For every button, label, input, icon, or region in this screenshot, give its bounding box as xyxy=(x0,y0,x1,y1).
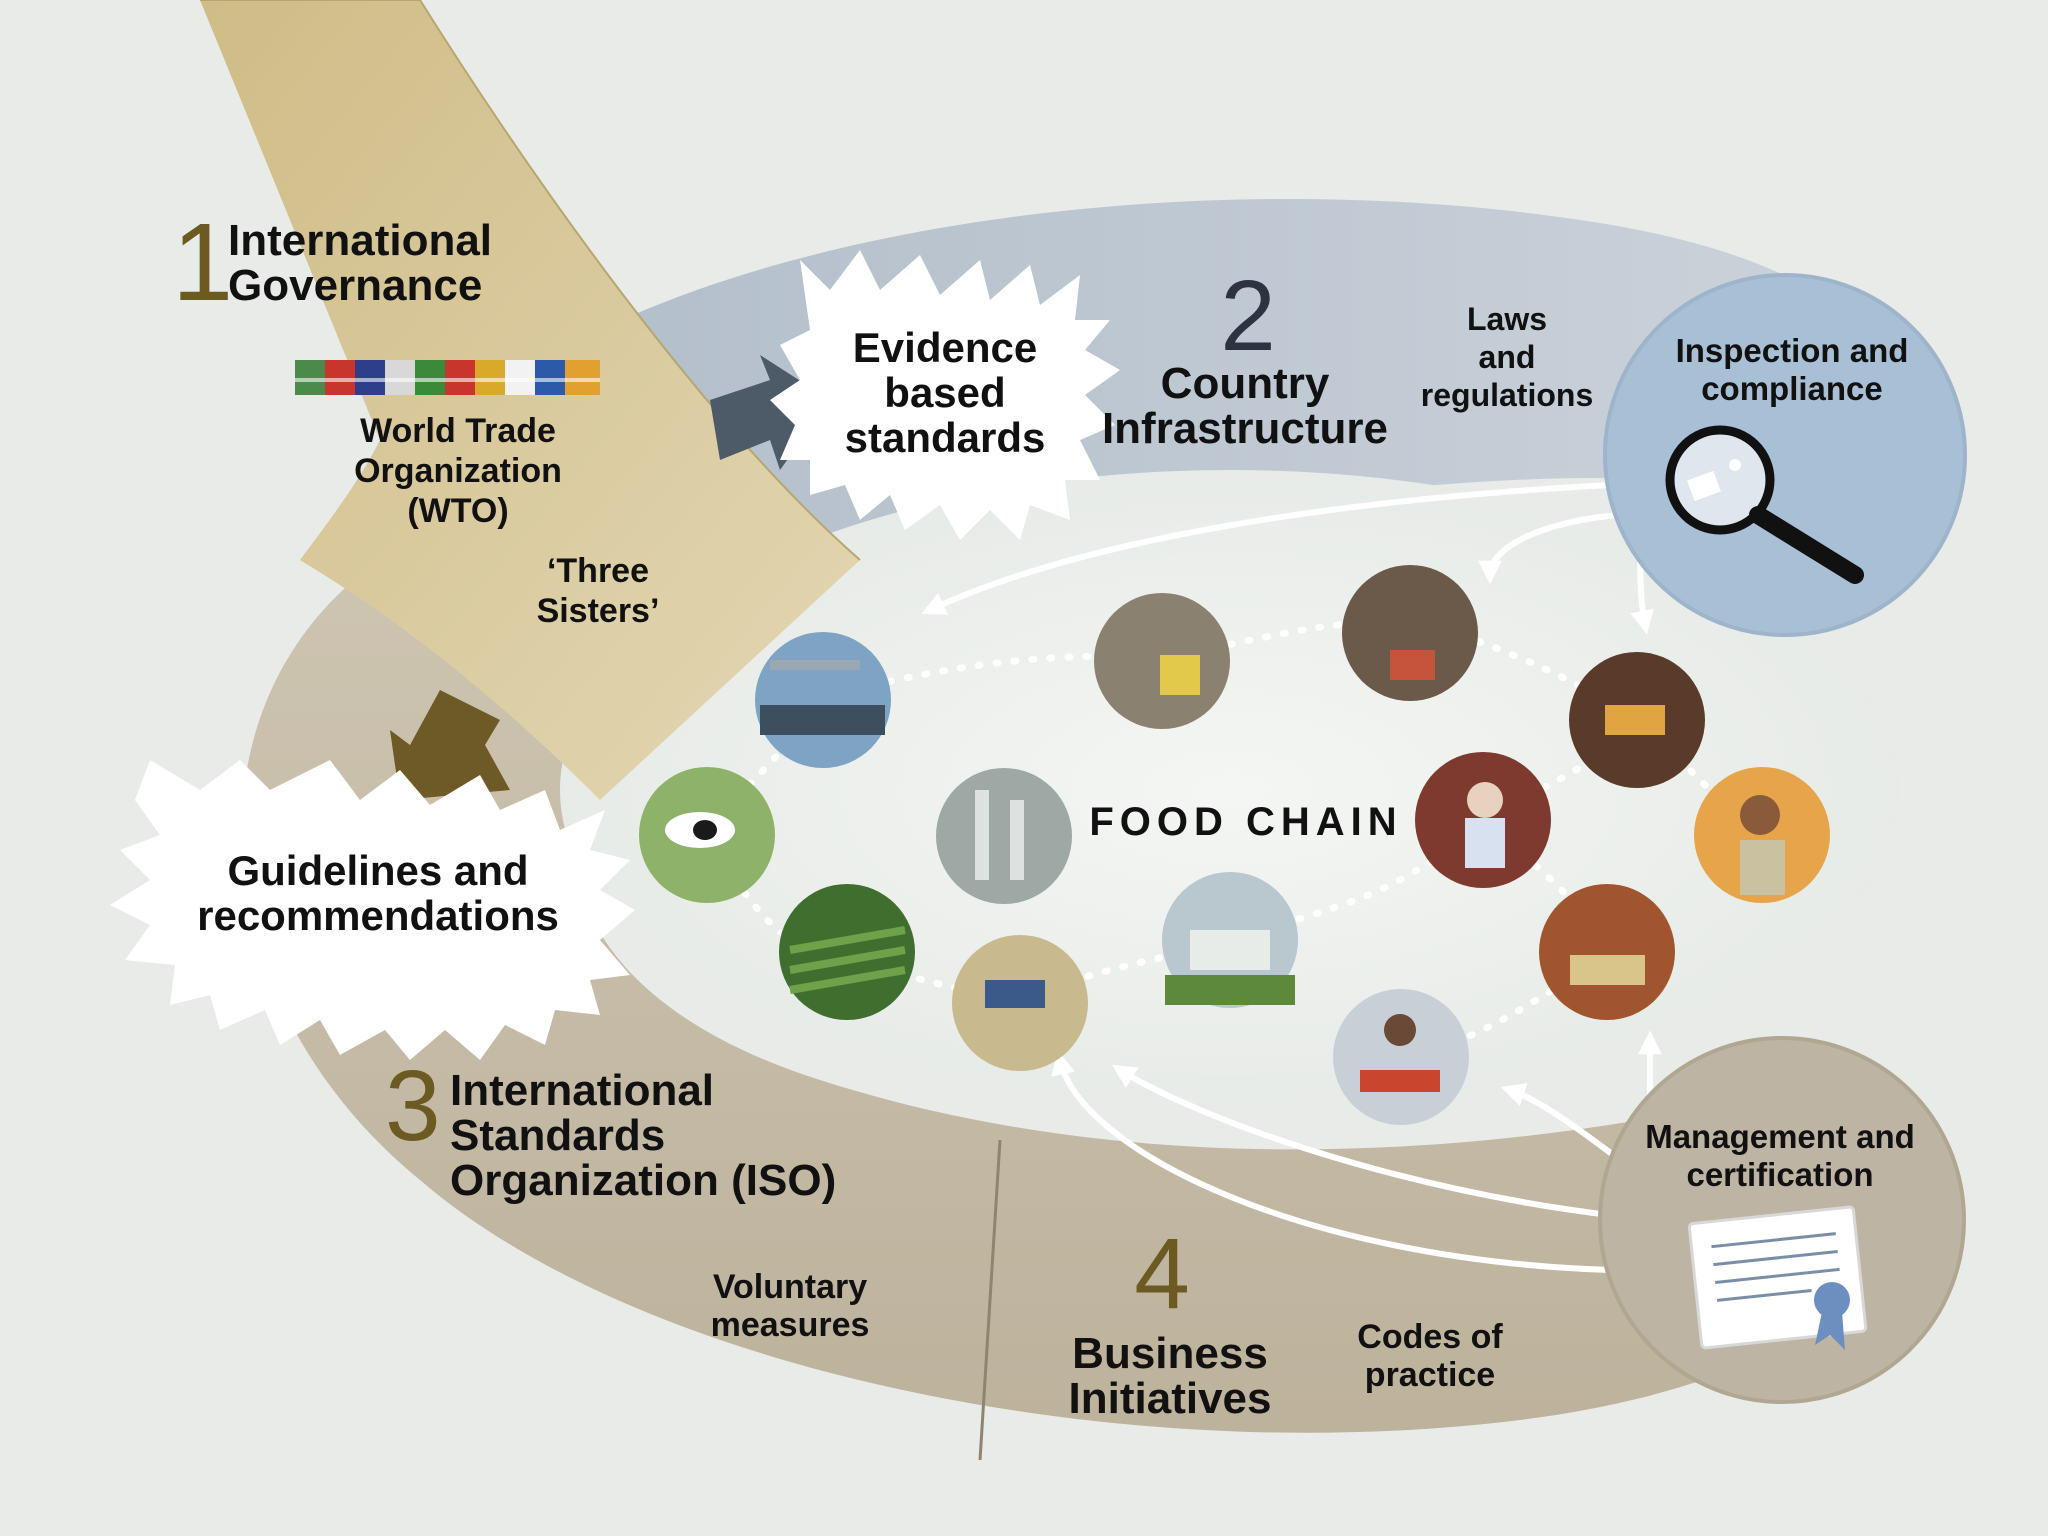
wto-line1: World Trade xyxy=(360,412,556,450)
section4-title-line1: Business xyxy=(1072,1329,1268,1378)
section3-title-line3: Organization (ISO) xyxy=(450,1156,836,1205)
photo-factory xyxy=(1162,872,1298,1008)
inspection-circle xyxy=(1605,275,1965,635)
photo-crop-field xyxy=(779,884,915,1020)
photo-dairy-cows xyxy=(639,767,775,903)
certificate-icon xyxy=(1689,1207,1866,1350)
inspection-line2: compliance xyxy=(1701,370,1883,407)
voluntary-line2: measures xyxy=(711,1306,870,1344)
three-sisters-line2: Sisters’ xyxy=(537,592,660,630)
food-chain-label: FOOD CHAIN xyxy=(1089,800,1402,844)
management-line2: certification xyxy=(1686,1156,1873,1193)
section1-number: 1 xyxy=(172,201,233,324)
section2-title-line1: Country xyxy=(1161,359,1330,408)
photo-food-worker xyxy=(1415,752,1551,888)
photo-restaurant-kitchen xyxy=(1569,652,1705,788)
codes-line1: Codes of xyxy=(1357,1318,1503,1356)
photo-harvester xyxy=(952,935,1088,1071)
photo-food-court xyxy=(1539,884,1675,1020)
section2-number: 2 xyxy=(1220,260,1276,372)
section1-title-line2: Governance xyxy=(228,261,482,310)
laws-line1: Laws xyxy=(1467,301,1547,337)
section1-title-line1: International xyxy=(228,216,492,265)
management-line1: Management and xyxy=(1645,1118,1915,1155)
evidence-line2: based xyxy=(884,369,1005,416)
photo-person-eating xyxy=(1694,767,1830,903)
wto-line3: (WTO) xyxy=(407,492,508,530)
guidelines-line2: recommendations xyxy=(197,892,559,939)
section3-title-line2: Standards xyxy=(450,1111,665,1160)
inspection-line1: Inspection and xyxy=(1676,332,1909,369)
photo-processing-plant xyxy=(936,768,1072,904)
three-sisters-line1: ‘Three xyxy=(547,552,649,590)
photo-market-shoppers xyxy=(1342,565,1478,701)
section2-title-line2: Infrastructure xyxy=(1102,404,1388,453)
laws-line3: regulations xyxy=(1421,377,1593,413)
photo-warehouse-forklift xyxy=(1094,593,1230,729)
photo-cargo-ship xyxy=(755,632,891,768)
voluntary-line1: Voluntary xyxy=(713,1268,867,1306)
section4-number: 4 xyxy=(1134,1218,1190,1330)
laws-line2: and xyxy=(1479,339,1536,375)
evidence-line1: Evidence xyxy=(853,324,1037,371)
guidelines-line1: Guidelines and xyxy=(227,847,528,894)
wto-line2: Organization xyxy=(354,452,562,490)
section3-title-line1: International xyxy=(450,1066,714,1115)
flags-strip xyxy=(295,360,600,395)
photo-food-preparation xyxy=(1333,989,1469,1125)
codes-line2: practice xyxy=(1365,1356,1495,1394)
section4-title-line2: Initiatives xyxy=(1069,1374,1272,1423)
section3-number: 3 xyxy=(385,1050,441,1162)
evidence-line3: standards xyxy=(845,414,1046,461)
